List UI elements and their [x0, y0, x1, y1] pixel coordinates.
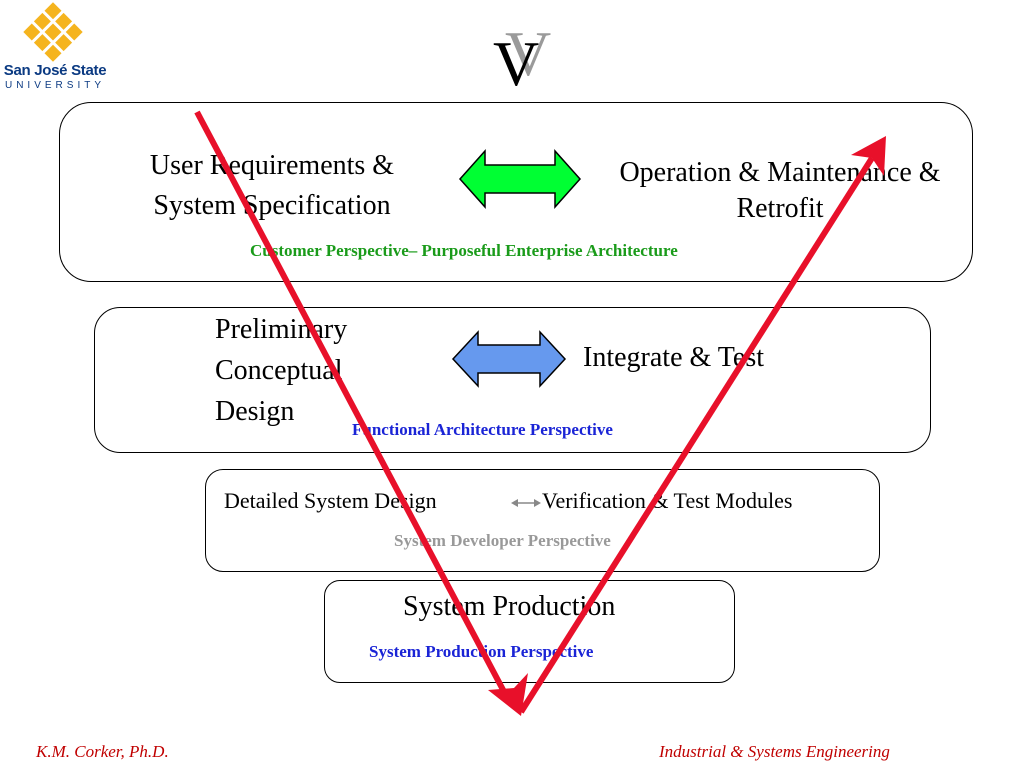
v-left-arrowhead	[488, 673, 528, 716]
v-left-stroke	[194, 110, 513, 705]
logo-line2: UNIVERSITY	[4, 80, 105, 91]
footer-department: Industrial & Systems Engineering	[659, 742, 890, 761]
preliminary-design-text: Preliminary Conceptual Design	[215, 314, 348, 427]
double-arrow-green-icon	[458, 149, 582, 209]
v-right-stroke	[518, 156, 875, 714]
v-right-arrowhead	[851, 136, 886, 176]
developer-perspective-text: System Developer Perspective	[394, 531, 611, 550]
functional-perspective-text: Functional Architecture Perspective	[352, 420, 613, 439]
level-box-production	[324, 580, 735, 683]
level-box-developer	[205, 469, 880, 572]
operation-maintenance-text: Operation & Maintenance & Retrofit	[619, 157, 941, 224]
logo-text: San José State UNIVERSITY	[0, 62, 110, 91]
integrate-test-text: Integrate & Test	[583, 342, 765, 373]
double-arrow-blue-icon	[451, 330, 567, 388]
logo-line1: San José State	[3, 62, 107, 79]
user-requirements-text: User Requirements & System Specification	[149, 150, 395, 221]
title-shadow: V	[505, 18, 552, 89]
university-logo-icon	[23, 2, 83, 62]
footer-author: K.M. Corker, Ph.D.	[36, 742, 169, 761]
level-box-functional	[94, 307, 931, 453]
page-title: V	[493, 28, 540, 99]
customer-perspective-text: Customer Perspective– Purposeful Enterpr…	[250, 241, 678, 260]
small-double-arrow-icon	[511, 499, 541, 507]
verification-test-text: Verification & Test Modules	[542, 488, 793, 513]
